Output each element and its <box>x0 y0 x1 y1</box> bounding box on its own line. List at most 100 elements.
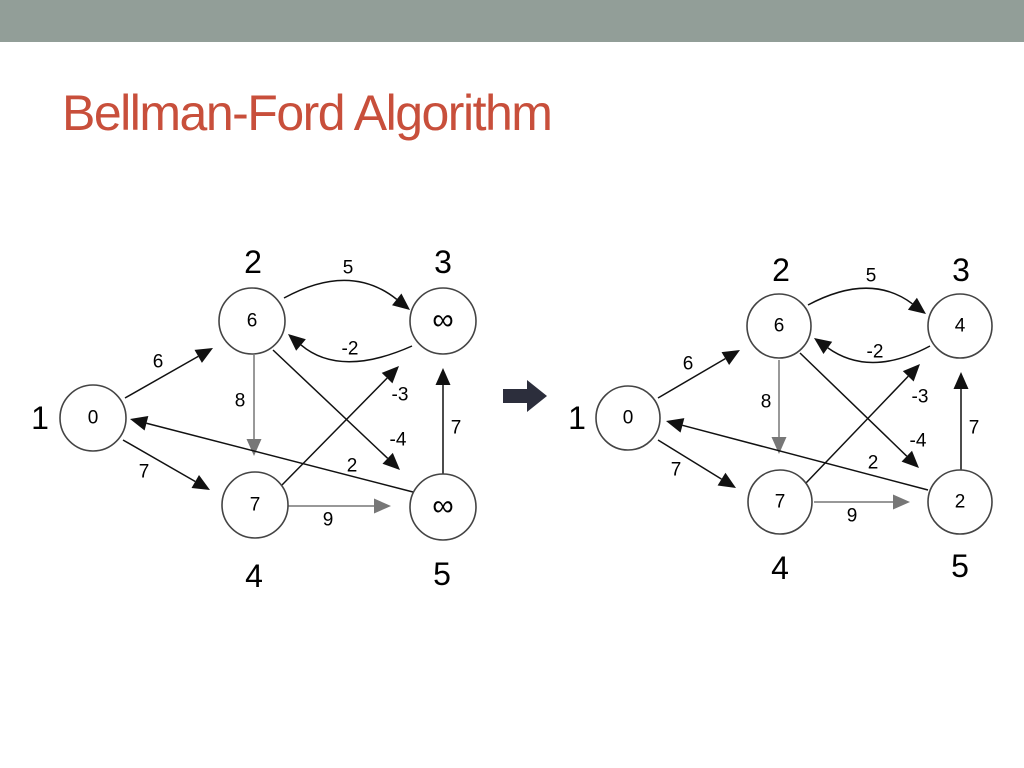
edges: 6 7 5 -2 8 -4 -3 9 7 2 <box>122 258 462 531</box>
node-4: 74 <box>747 469 813 586</box>
node-id-label: 2 <box>244 244 262 280</box>
right-arrow-icon <box>503 380 547 412</box>
edge-3-2: -2 <box>288 334 413 363</box>
edge-weight-label: 2 <box>868 453 879 474</box>
node-distance-value: 6 <box>774 316 785 337</box>
node-distance-value: ∞ <box>432 304 453 337</box>
node-circle <box>409 287 477 355</box>
edge-weight-label: -2 <box>342 339 359 360</box>
node-circle <box>59 384 127 452</box>
edge-weight-label: 6 <box>683 354 694 375</box>
edge-weight-label: 7 <box>139 462 150 483</box>
node-1: 01 <box>568 385 661 451</box>
edge-line <box>146 422 414 493</box>
edge-line <box>807 287 913 306</box>
arrowhead <box>721 350 740 366</box>
node-id-label: 5 <box>951 548 969 584</box>
edge-2-3: 5 <box>807 266 926 314</box>
edge-weight-label: 7 <box>671 460 682 481</box>
edge-weight-label: 5 <box>343 258 354 279</box>
edge-weight-label: 7 <box>969 418 980 439</box>
node-circle <box>927 469 993 535</box>
top-bar <box>0 0 1024 42</box>
edge-2-3: 5 <box>283 258 410 310</box>
edge-1-2: 6 <box>124 348 213 399</box>
edge-line <box>122 439 196 483</box>
node-3: 43 <box>927 252 993 359</box>
node-id-label: 4 <box>245 558 263 594</box>
edge-5-1: 2 <box>666 418 929 491</box>
node-distance-value: 0 <box>623 408 634 429</box>
node-circle <box>409 473 477 541</box>
arrowhead <box>246 439 262 456</box>
node-circle <box>747 469 813 535</box>
edge-weight-label: 8 <box>235 391 246 412</box>
edge-2-4: 8 <box>761 360 787 454</box>
edge-weight-label: 9 <box>323 510 334 531</box>
arrowhead <box>194 348 213 363</box>
edge-5-3: 7 <box>953 372 980 470</box>
node-circle <box>218 287 286 355</box>
edge-weight-label: -3 <box>912 387 929 408</box>
edge-line <box>827 345 931 364</box>
edge-line <box>657 439 722 480</box>
node-5: ∞5 <box>409 473 477 592</box>
node-id-label: 1 <box>31 400 49 436</box>
node-1: 01 <box>31 384 127 452</box>
edge-weight-label: -4 <box>910 431 927 452</box>
arrowhead <box>374 498 391 514</box>
node-distance-value: 7 <box>775 492 786 513</box>
edge-weight-label: 9 <box>847 506 858 527</box>
arrowhead <box>907 297 926 314</box>
node-id-label: 4 <box>771 550 789 586</box>
edge-1-4: 7 <box>657 439 736 488</box>
slide-title: Bellman-Ford Algorithm <box>62 85 553 141</box>
edge-line <box>300 344 413 363</box>
node-2: 62 <box>746 252 812 359</box>
arrowhead <box>814 338 833 354</box>
arrowhead <box>953 372 969 389</box>
edge-4-3: -3 <box>805 364 929 484</box>
node-circle <box>746 293 812 359</box>
edge-weight-label: -3 <box>392 385 409 406</box>
arrowhead <box>288 334 306 351</box>
edge-line <box>805 375 909 484</box>
edges: 6 7 5 -2 8 -4 -3 9 7 2 <box>657 266 980 527</box>
node-distance-value: 2 <box>955 492 966 513</box>
node-id-label: 2 <box>772 252 790 288</box>
edge-line <box>124 355 199 399</box>
edge-4-5: 9 <box>814 494 910 527</box>
arrowhead <box>392 293 410 310</box>
node-circle <box>221 471 289 539</box>
edge-weight-label: 8 <box>761 392 772 413</box>
edge-1-2: 6 <box>657 350 740 399</box>
edge-weight-label: 2 <box>347 456 358 477</box>
edge-weight-label: -4 <box>390 430 407 451</box>
node-4: 74 <box>221 471 289 594</box>
node-distance-value: 4 <box>955 316 966 337</box>
node-circle <box>927 293 993 359</box>
edge-line <box>283 279 398 300</box>
node-id-label: 3 <box>952 252 970 288</box>
arrowhead <box>771 437 787 454</box>
node-distance-value: 0 <box>88 408 99 429</box>
arrowhead <box>381 366 399 384</box>
arrowhead <box>130 415 149 431</box>
arrowhead <box>382 452 400 470</box>
edge-weight-label: 7 <box>451 418 462 439</box>
edge-5-1: 2 <box>130 415 414 493</box>
node-id-label: 3 <box>434 244 452 280</box>
edge-4-5: 9 <box>288 498 391 531</box>
edge-2-5: -4 <box>799 352 927 468</box>
arrowhead <box>893 494 910 510</box>
node-distance-value: 6 <box>247 311 258 332</box>
edge-5-3: 7 <box>435 368 462 474</box>
edge-weight-label: -2 <box>867 342 884 363</box>
edge-4-3: -3 <box>281 366 409 486</box>
node-distance-value: 7 <box>250 495 261 516</box>
arrowhead <box>717 472 736 488</box>
